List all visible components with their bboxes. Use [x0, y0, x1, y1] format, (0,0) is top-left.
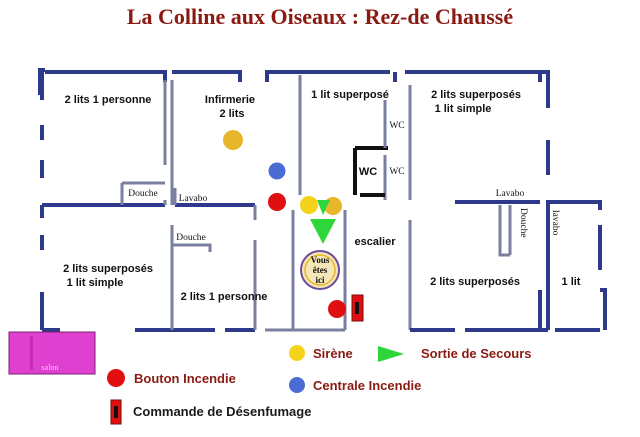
- page-title: La Colline aux Oiseaux : Rez-de Chaussé: [127, 4, 513, 29]
- centrale-incendie-marker: [268, 162, 286, 180]
- bouton-incendie-marker: [268, 193, 286, 211]
- room-label-r7: 2 lits superposés: [430, 276, 520, 288]
- fixture-douche2: Douche: [176, 233, 206, 243]
- pink-zone: [8, 331, 96, 375]
- infirmerie-dot: [223, 130, 243, 150]
- you-are-here: [300, 250, 340, 290]
- room-label-infirmerie-beds: 2 lits: [219, 108, 244, 120]
- fixture-lavabo2: Lavabo: [496, 189, 525, 199]
- fixture-douche-vertical: Douche: [518, 208, 528, 238]
- room-label-r4-line2: 1 lit simple: [435, 103, 492, 115]
- pink-zone-label: salon: [42, 363, 59, 372]
- sortie-secours-top: [317, 200, 330, 215]
- room-label-r8: 1 lit: [562, 276, 581, 288]
- legend-sirene-icon: [289, 345, 305, 361]
- fixture-lavabo1: Lavabo: [179, 194, 208, 204]
- legend-centrale-icon: [289, 377, 305, 393]
- markers: Vous êtes ici: [223, 130, 364, 322]
- room-label-r3: 1 lit superposé: [311, 89, 389, 101]
- legend-centrale-label: Centrale Incendie: [313, 378, 421, 393]
- you-are-here-line1: Vous: [311, 255, 330, 265]
- sortie-secours-marker: [310, 219, 336, 244]
- legend-bouton-label: Bouton Incendie: [134, 371, 236, 386]
- room-label-r6: 2 lits 1 personne: [181, 291, 268, 303]
- legend-sortie-icon: [378, 346, 404, 362]
- room-label-r4-line1: 2 lits superposés: [431, 89, 521, 101]
- legend-sirene-label: Sirène: [313, 346, 353, 361]
- legend: Sirène Sortie de Secours Bouton Incendie…: [107, 345, 532, 425]
- room-label-r1: 2 lits 1 personne: [65, 94, 152, 106]
- legend-commande-icon-slot: [114, 406, 118, 418]
- room-label-infirmerie: Infirmerie: [205, 94, 255, 106]
- you-are-here-line3: ici: [316, 275, 325, 285]
- fixture-wc1: WC: [389, 121, 404, 131]
- sirene-marker: [300, 196, 318, 214]
- legend-sortie-label: Sortie de Secours: [421, 346, 532, 361]
- fixture-wc3: WC: [389, 167, 404, 177]
- you-are-here-ring: [304, 254, 336, 286]
- bouton-incendie-marker-2: [328, 300, 346, 318]
- fixture-lavabo-vertical: lavabo: [550, 210, 560, 236]
- room-label-r5-line2: 1 lit simple: [67, 277, 124, 289]
- room-label-escalier: escalier: [355, 236, 397, 248]
- legend-bouton-icon: [107, 369, 125, 387]
- fixture-douche1: Douche: [128, 189, 158, 199]
- walls: [38, 68, 607, 332]
- you-are-here-line2: êtes: [313, 265, 328, 275]
- legend-commande-label: Commande de Désenfumage: [133, 404, 311, 419]
- commande-desenfumage-marker-slot: [355, 302, 359, 314]
- room-label-r5-line1: 2 lits superposés: [63, 263, 153, 275]
- fixture-wc2: WC: [359, 166, 377, 178]
- pink-zone-inner: [30, 336, 33, 370]
